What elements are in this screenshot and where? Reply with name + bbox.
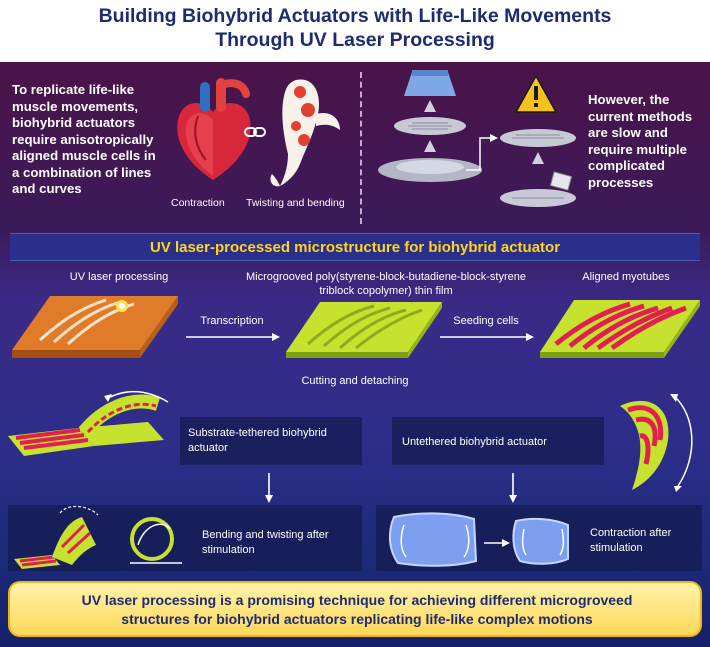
conclusion-text: UV laser processing is a promising techn… xyxy=(10,591,704,629)
step-film-label-line2: triblock copolymer) thin film xyxy=(319,285,453,297)
koi-fish-illustration xyxy=(270,79,340,187)
untethered-actuator-illustration xyxy=(620,394,693,492)
transcription-arrow xyxy=(186,333,280,341)
transcription-label: Transcription xyxy=(200,315,264,327)
intro-left-text: To replicate life-like muscle movements,… xyxy=(12,82,156,196)
contraction-result-illustration xyxy=(388,512,569,567)
tethered-label-line2: actuator xyxy=(188,442,228,454)
tethered-panel xyxy=(180,417,362,465)
aligned-myotube-film xyxy=(540,300,700,358)
untethered-label: Untethered biohybrid actuator xyxy=(402,436,547,448)
title-line-1: Building Biohybrid Actuators with Life-L… xyxy=(98,5,612,27)
tethered-actuator-illustration xyxy=(8,390,169,456)
section-banner: UV laser-processed microstructure for bi… xyxy=(10,233,700,261)
heart-illustration xyxy=(177,78,251,180)
cutting-label: Cutting and detaching xyxy=(301,375,409,387)
seeding-arrow xyxy=(440,333,534,341)
untethered-panel xyxy=(392,417,604,465)
down-arrow-right xyxy=(509,473,517,503)
title-line-2: Through UV Laser Processing xyxy=(215,29,495,51)
tethered-label-line1: Substrate-tethered biohybrid xyxy=(188,427,327,439)
twisting-label: Twisting and bending xyxy=(246,197,345,209)
contraction-label: Contraction xyxy=(171,197,225,209)
step-myotubes-label: Aligned myotubes xyxy=(582,271,670,283)
bending-label-line2: stimulation xyxy=(202,544,255,556)
down-arrow-left xyxy=(265,473,273,503)
intro-right-text: However, the current methods are slow an… xyxy=(588,92,693,190)
contraction-label-line2: stimulation xyxy=(590,542,643,554)
section-divider xyxy=(360,72,362,224)
microgrooved-film xyxy=(286,302,442,358)
conclusion-box: UV laser processing is a promising techn… xyxy=(8,581,702,637)
chain-link-icon xyxy=(244,127,266,137)
current-methods-illustration xyxy=(378,70,576,207)
figure-title: Building Biohybrid Actuators with Life-L… xyxy=(0,4,710,52)
step-uv-laser-label: UV laser processing xyxy=(69,271,169,283)
seeding-label: Seeding cells xyxy=(453,315,519,327)
bending-result-illustration xyxy=(14,505,182,569)
conclusion-line-1: UV laser processing is a promising techn… xyxy=(81,592,633,608)
conclusion-line-2: structures for biohybrid actuators repli… xyxy=(121,611,593,627)
uv-laser-film xyxy=(12,296,178,358)
step-film-label-line1: Microgrooved poly(styrene-block-butadien… xyxy=(245,271,527,283)
contraction-label-line1: Contraction after xyxy=(590,527,672,539)
bending-label-line1: Bending and twisting after xyxy=(202,529,329,541)
